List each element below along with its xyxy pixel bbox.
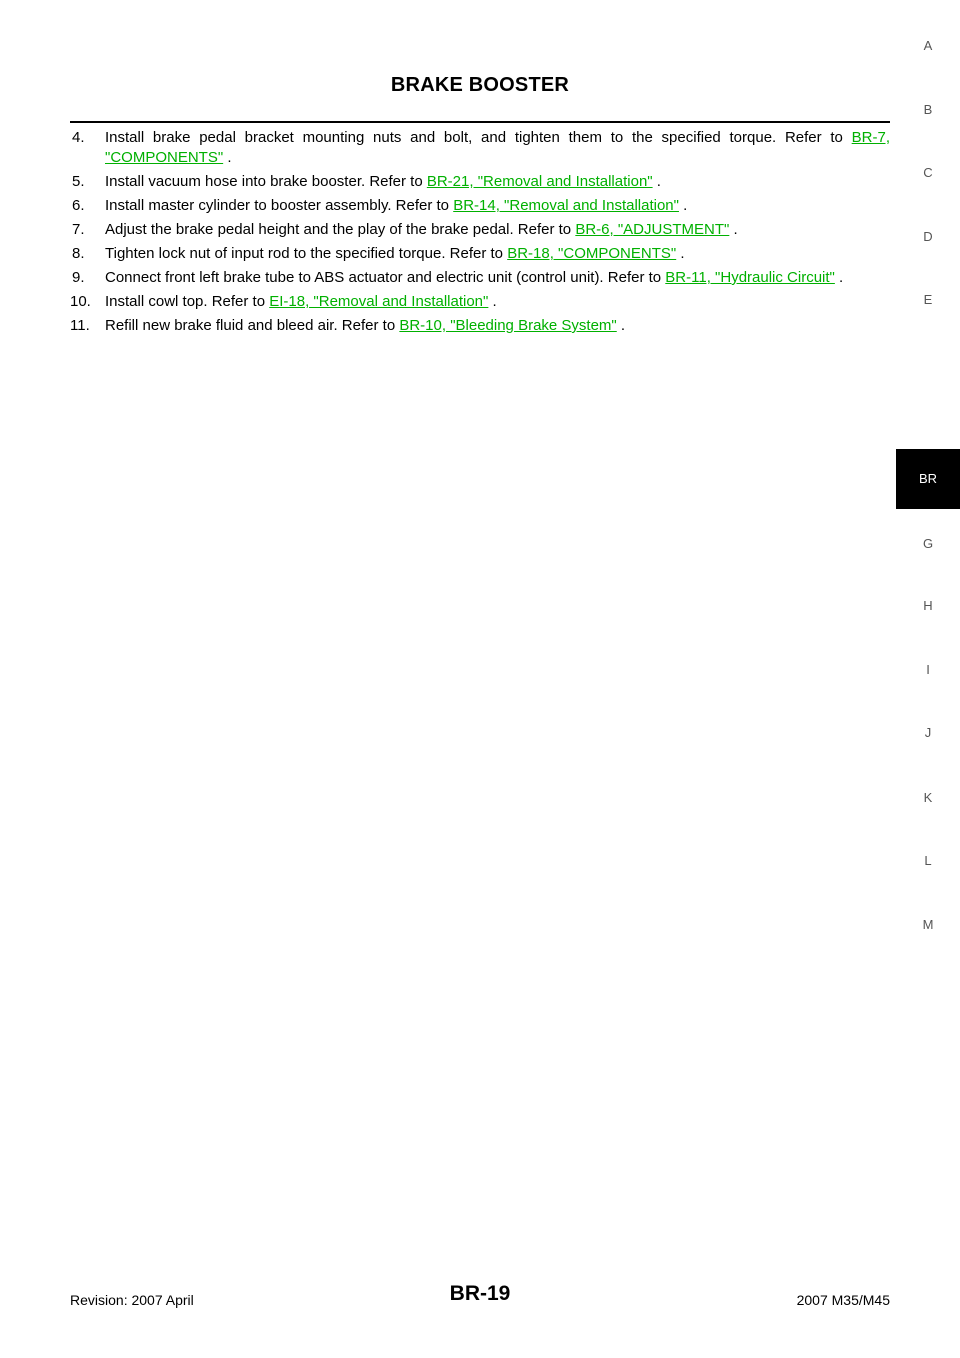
- step-suffix: .: [676, 245, 685, 262]
- section-tab-c[interactable]: C: [923, 165, 933, 180]
- reference-link[interactable]: EI-18, "Removal and Installation": [269, 293, 489, 310]
- step-number: 9.: [72, 269, 85, 286]
- step-text: Adjust the brake pedal height and the pl…: [105, 221, 576, 238]
- step-text: Connect front left brake tube to ABS act…: [105, 269, 666, 286]
- step-suffix: .: [729, 221, 738, 238]
- step-suffix: .: [834, 269, 844, 286]
- step-text: Install vacuum hose into brake booster. …: [105, 173, 427, 190]
- title-divider: [70, 121, 890, 123]
- step-item: 9. Connect front left brake tube to ABS …: [70, 268, 890, 288]
- step-item: 7. Adjust the brake pedal height and the…: [70, 220, 890, 240]
- step-suffix: .: [616, 317, 626, 334]
- section-tab-m[interactable]: M: [922, 917, 934, 932]
- step-number: 6.: [72, 197, 85, 214]
- section-tab-j[interactable]: J: [924, 725, 932, 740]
- step-number: 10.: [70, 293, 91, 310]
- section-tab-k[interactable]: K: [923, 790, 933, 805]
- page-title: BRAKE BOOSTER: [390, 74, 570, 96]
- step-number: 5.: [72, 173, 85, 190]
- reference-link[interactable]: BR-6, "ADJUSTMENT": [575, 221, 730, 238]
- reference-link[interactable]: BR-7, "COMPONENTS": [105, 129, 890, 166]
- page-number: BR-19: [449, 1282, 511, 1305]
- step-text: Refill new brake fluid and bleed air. Re…: [105, 317, 400, 334]
- step-suffix: .: [223, 149, 232, 166]
- section-tab-a[interactable]: A: [923, 38, 933, 53]
- reference-link[interactable]: BR-11, "Hydraulic Circuit": [665, 269, 835, 286]
- section-index-tabs: A B C D E BR G H I J K L M: [896, 0, 960, 1358]
- step-text: Install master cylinder to booster assem…: [105, 197, 454, 214]
- step-item: 4. Install brake pedal bracket mounting …: [70, 128, 890, 168]
- section-tab-br[interactable]: BR: [896, 449, 960, 509]
- section-tab-d[interactable]: D: [923, 229, 933, 244]
- step-item: 6. Install master cylinder to booster as…: [70, 196, 890, 216]
- reference-link[interactable]: BR-18, "COMPONENTS": [507, 245, 677, 262]
- step-item: 8. Tighten lock nut of input rod to the …: [70, 244, 890, 264]
- step-number: 7.: [72, 221, 85, 238]
- step-number: 11.: [70, 317, 90, 334]
- step-text: Tighten lock nut of input rod to the spe…: [105, 245, 508, 262]
- section-tab-b[interactable]: B: [923, 102, 933, 117]
- step-item: 10. Install cowl top. Refer to EI-18, "R…: [70, 292, 890, 312]
- revision-label: Revision: 2007 April: [70, 1292, 194, 1308]
- step-suffix: .: [678, 197, 688, 214]
- step-suffix: .: [488, 293, 497, 310]
- section-tab-g[interactable]: G: [922, 536, 934, 551]
- section-tab-e[interactable]: E: [923, 292, 933, 307]
- model-label: 2007 M35/M45: [796, 1292, 890, 1308]
- section-tab-h[interactable]: H: [923, 598, 933, 613]
- step-text: Install brake pedal bracket mounting nut…: [105, 129, 852, 146]
- section-tab-i[interactable]: I: [926, 662, 930, 677]
- page-footer: Revision: 2007 April BR-19 2007 M35/M45: [70, 1282, 890, 1312]
- step-number: 4.: [72, 129, 85, 146]
- reference-link[interactable]: BR-14, "Removal and Installation": [453, 197, 679, 214]
- reference-link[interactable]: BR-10, "Bleeding Brake System": [399, 317, 617, 334]
- step-item: 5. Install vacuum hose into brake booste…: [70, 172, 890, 192]
- step-text: Install cowl top. Refer to: [105, 293, 270, 310]
- section-tab-l[interactable]: L: [924, 853, 932, 868]
- step-number: 8.: [72, 245, 85, 262]
- reference-link[interactable]: BR-21, "Removal and Installation": [426, 173, 653, 190]
- procedure-steps: 4. Install brake pedal bracket mounting …: [70, 128, 890, 340]
- step-item: 11. Refill new brake fluid and bleed air…: [70, 316, 890, 336]
- step-suffix: .: [652, 173, 661, 190]
